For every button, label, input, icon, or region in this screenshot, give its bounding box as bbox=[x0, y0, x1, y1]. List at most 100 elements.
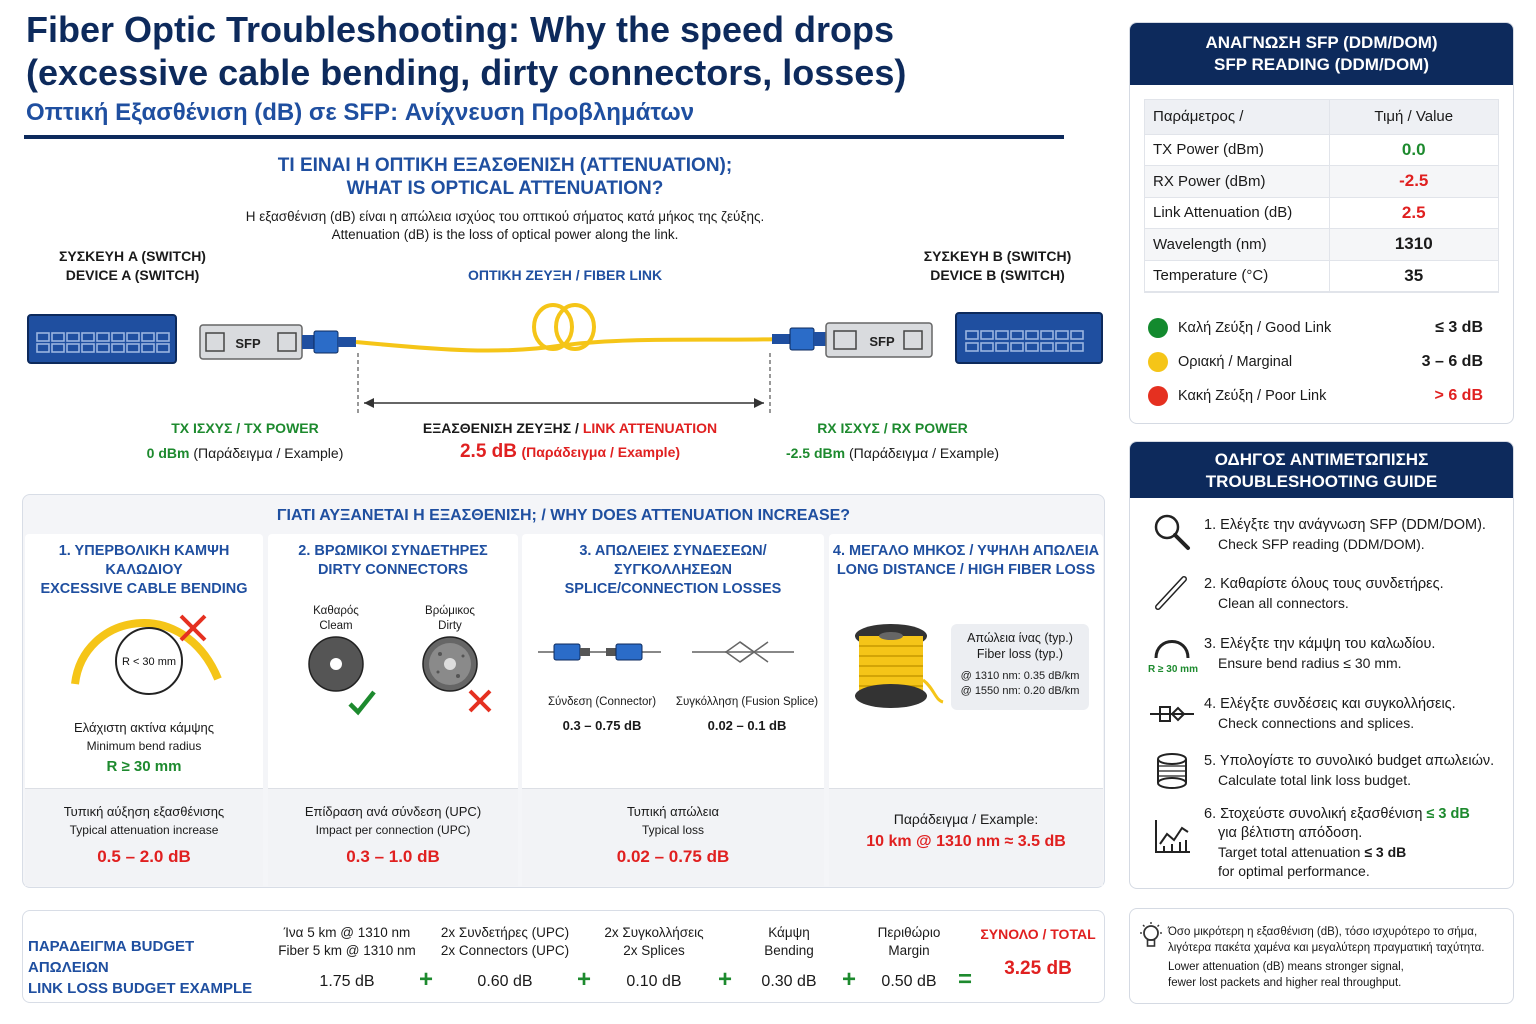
card-4-foot-value: 10 km @ 1310 nm ≈ 3.5 dB bbox=[866, 833, 1066, 850]
row-value: -2.5 bbox=[1328, 165, 1498, 198]
link-example-note: (Παράδειγμα / Example) bbox=[521, 444, 681, 460]
legend-good-label: Καλή Ζεύξη / Good Link bbox=[1178, 320, 1332, 336]
fiber-coil bbox=[532, 303, 596, 351]
column-header-param: Παράμετρος / bbox=[1145, 100, 1329, 135]
sfp-reading-header-gr: ΑΝΑΓΝΩΣΗ SFP (DDM/DOM) bbox=[1205, 33, 1438, 52]
row-param: Temperature (°C) bbox=[1145, 260, 1329, 292]
guide-step-6-en-value: ≤ 3 dB bbox=[1364, 844, 1407, 860]
title-line-2: (excessive cable bending, dirty connecto… bbox=[26, 52, 907, 93]
chart-trend-icon bbox=[1155, 820, 1190, 853]
clean-label: Καθαρός Cleam bbox=[296, 604, 376, 634]
tip-gr-line-1: Όσο μικρότερη η εξασθένιση (dB), τόσο ισ… bbox=[1168, 926, 1478, 938]
card-1-title-en: EXCESSIVE CABLE BENDING bbox=[40, 581, 248, 597]
fiber-link-label: ΟΠΤΙΚΗ ΖΕΥΞΗ / FIBER LINK bbox=[467, 267, 663, 283]
splice-icon bbox=[692, 641, 794, 663]
fiber-loss-1550: @ 1550 nm: 0.20 dB/km bbox=[960, 685, 1080, 697]
switch-a-icon bbox=[27, 314, 177, 364]
guide-step-4-en: Check connections and splices. bbox=[1218, 715, 1415, 731]
card-1-foot-gr: Τυπική αύξηση εξασθένισης bbox=[63, 804, 225, 819]
tip-panel bbox=[1129, 908, 1514, 1004]
guide-step-6-gr-a: 6. Στοχεύστε συνολική εξασθένιση bbox=[1204, 806, 1423, 822]
attenuation-heading-gr: ΤΙ ΕΙΝΑΙ Η ΟΠΤΙΚΗ ΕΞΑΣΘΕΝΙΣΗ (ATTENUATIO… bbox=[277, 155, 733, 176]
guide-step-2-en: Clean all connectors. bbox=[1218, 595, 1349, 611]
table-row: Link Attenuation (dB) 2.5 bbox=[1145, 197, 1498, 229]
card-4-footer: Παράδειγμα / Example: 10 km @ 1310 nm ≈ … bbox=[829, 788, 1103, 886]
card-3-title-gr: 3. ΑΠΩΛΕΙΕΣ ΣΥΝΔΕΣΕΩΝ/ΣΥΓΚΟΛΛΗΣΕΩΝ bbox=[579, 543, 767, 578]
tx-power-label: TX ΙΣΧΥΣ / TX POWER bbox=[171, 420, 319, 436]
guide-step-4-gr: 4. Ελέγξτε συνδέσεις και συγκολλήσεις. bbox=[1204, 696, 1456, 712]
card-dirty-connectors: 2. ΒΡΩΜΙΚΟΙ ΣΥΝΔΕΤΗΡΕΣ DIRTY CONNECTORS … bbox=[268, 534, 518, 886]
row-value: 0.0 bbox=[1328, 134, 1498, 166]
card-2-foot-en: Impact per connection (UPC) bbox=[315, 823, 471, 837]
rx-power-value-line: -2.5 dBm (Παράδειγμα / Example) bbox=[765, 445, 1020, 461]
title-divider bbox=[24, 135, 1064, 139]
device-b-label: ΣΥΣΚΕΥΗ B (SWITCH) DEVICE B (SWITCH) bbox=[905, 247, 1090, 285]
rx-example-note: (Παράδειγμα / Example) bbox=[848, 445, 1000, 461]
budget-item-fiber-en: Fiber 5 km @ 1310 nm bbox=[278, 943, 416, 958]
guide-step-6-en-a: Target total attenuation bbox=[1218, 844, 1361, 860]
splice-connection-icon bbox=[1150, 706, 1194, 722]
card-2-title-gr: 2. ΒΡΩΜΙΚΟΙ ΣΥΝΔΕΤΗΡΕΣ bbox=[298, 543, 488, 559]
budget-item-margin-value: 0.50 dB bbox=[881, 973, 937, 990]
plus-sign-4: + bbox=[842, 966, 857, 993]
budget-item-margin-en: Margin bbox=[888, 943, 930, 958]
card-3-foot-en: Typical loss bbox=[641, 823, 705, 837]
connector-a-icon bbox=[302, 330, 356, 354]
guide-step-2: 2. Καθαρίστε όλους τους συνδετήρες. Clea… bbox=[1204, 575, 1504, 613]
budget-item-fiber: Ίνα 5 km @ 1310 nm Fiber 5 km @ 1310 nm … bbox=[272, 924, 422, 991]
dirty-label-gr: Βρώμικος bbox=[425, 605, 475, 617]
card-long-distance: 4. ΜΕΓΑΛΟ ΜΗΚΟΣ / ΥΨΗΛΗ ΑΠΩΛΕΙΑ LONG DIS… bbox=[829, 534, 1103, 886]
card-cable-bending: 1. ΥΠΕΡΒΟΛΙΚΗ ΚΑΜΨΗ ΚΑΛΩΔΙΟΥ EXCESSIVE C… bbox=[25, 534, 263, 886]
connection-illustration bbox=[538, 641, 794, 663]
budget-total: ΣΥΝΟΛΟ / TOTAL 3.25 dB bbox=[978, 926, 1098, 980]
card-1-title: 1. ΥΠΕΡΒΟΛΙΚΗ ΚΑΜΨΗ ΚΑΛΩΔΙΟΥ EXCESSIVE C… bbox=[25, 542, 263, 599]
budget-title-en: LINK LOSS BUDGET EXAMPLE bbox=[28, 980, 253, 997]
budget-item-connectors-gr: 2x Συνδετήρες (UPC) bbox=[440, 925, 570, 940]
page-subtitle: Οπτική Εξασθένιση (dB) σε SFP: Ανίχνευση… bbox=[26, 99, 695, 126]
sfp-b-module: SFP bbox=[825, 322, 933, 358]
guide-step-5-en: Calculate total link loss budget. bbox=[1218, 772, 1411, 788]
card-3-title: 3. ΑΠΩΛΕΙΕΣ ΣΥΝΔΕΣΕΩΝ/ΣΥΓΚΟΛΛΗΣΕΩΝ SPLIC… bbox=[522, 542, 824, 599]
budget-item-splices-gr: 2x Συγκολλήσεις bbox=[604, 925, 704, 940]
attenuation-desc-gr: Η εξασθένιση (dB) είναι η απώλεια ισχύος… bbox=[245, 209, 765, 224]
guide-step-1: 1. Ελέγξτε την ανάγνωση SFP (DDM/DOM). C… bbox=[1204, 516, 1504, 554]
tx-example-note: (Παράδειγμα / Example) bbox=[193, 445, 344, 461]
link-attenuation-label-en: LINK ATTENUATION bbox=[582, 420, 718, 436]
card-1-note-en: Minimum bend radius bbox=[86, 739, 202, 753]
guide-step-3-gr: 3. Ελέγξτε την κάμψη του καλωδίου. bbox=[1204, 636, 1436, 652]
bend-radius-text: R < 30 mm bbox=[122, 656, 176, 668]
attenuation-description: Η εξασθένιση (dB) είναι η απώλεια ισχύος… bbox=[230, 208, 780, 244]
guide-step-6-en: Target total attenuation ≤ 3 dB bbox=[1204, 843, 1504, 862]
bend-radius-icon bbox=[1154, 640, 1190, 659]
card-2-title: 2. ΒΡΩΜΙΚΟΙ ΣΥΝΔΕΤΗΡΕΣ DIRTY CONNECTORS bbox=[268, 542, 518, 580]
fiber-loss-box: Απώλεια ίνας (typ.) Fiber loss (typ.) @ … bbox=[951, 624, 1089, 710]
card-splice-losses: 3. ΑΠΩΛΕΙΕΣ ΣΥΝΔΕΣΕΩΝ/ΣΥΓΚΟΛΛΗΣΕΩΝ SPLIC… bbox=[522, 534, 824, 886]
card-2-footer: Επίδραση ανά σύνδεση (UPC) Impact per co… bbox=[268, 788, 518, 886]
clean-label-gr: Καθαρός bbox=[313, 605, 359, 617]
rx-power-value: -2.5 dBm bbox=[785, 445, 846, 461]
plus-sign-1: + bbox=[419, 966, 434, 993]
guide-header-gr: ΟΔΗΓΟΣ ΑΝΤΙΜΕΤΩΠΙΣΗΣ bbox=[1214, 450, 1429, 469]
card-1-foot-en: Typical attenuation increase bbox=[69, 823, 219, 837]
clean-label-en: Cleam bbox=[319, 620, 353, 632]
budget-item-bending-gr: Κάμψη bbox=[768, 925, 810, 940]
connector-endface-illustration bbox=[308, 636, 492, 716]
budget-item-margin-gr: Περιθώριο bbox=[877, 925, 941, 940]
budget-item-splices-value: 0.10 dB bbox=[626, 973, 682, 990]
table-row: TX Power (dBm) 0.0 bbox=[1145, 134, 1498, 166]
link-attenuation-label: ΕΞΑΣΘΕΝΙΣΗ ΖΕΥΞΗΣ / LINK ATTENUATION bbox=[380, 419, 760, 438]
budget-total-label: ΣΥΝΟΛΟ / TOTAL bbox=[980, 926, 1096, 942]
guide-step-6-gr-value: ≤ 3 dB bbox=[1426, 806, 1470, 822]
card-4-title-en: LONG DISTANCE / HIGH FIBER LOSS bbox=[836, 562, 1096, 578]
why-attenuation-heading: ΓΙΑΤΙ ΑΥΞΑΝΕΤΑΙ Η ΕΞΑΣΘΕΝΙΣΗ; / WHY DOES… bbox=[276, 507, 851, 524]
sfp-reading-table: Παράμετρος / Τιμή / Value TX Power (dBm)… bbox=[1145, 100, 1498, 292]
card-1-title-gr: 1. ΥΠΕΡΒΟΛΙΚΗ ΚΑΜΨΗ ΚΑΛΩΔΙΟΥ bbox=[58, 543, 230, 578]
card-2-foot-gr: Επίδραση ανά σύνδεση (UPC) bbox=[304, 804, 482, 819]
legend-good: Καλή Ζεύξη / Good Link ≤ 3 dB bbox=[1148, 311, 1483, 345]
card-3-title-en: SPLICE/CONNECTION LOSSES bbox=[564, 581, 782, 597]
lightbulb-icon bbox=[1140, 922, 1162, 947]
bend-illustration: R < 30 mm bbox=[71, 614, 222, 695]
tx-power-value-line: 0 dBm (Παράδειγμα / Example) bbox=[110, 445, 380, 461]
attenuation-desc-en: Attenuation (dB) is the loss of optical … bbox=[331, 227, 679, 242]
row-value: 2.5 bbox=[1328, 197, 1498, 229]
